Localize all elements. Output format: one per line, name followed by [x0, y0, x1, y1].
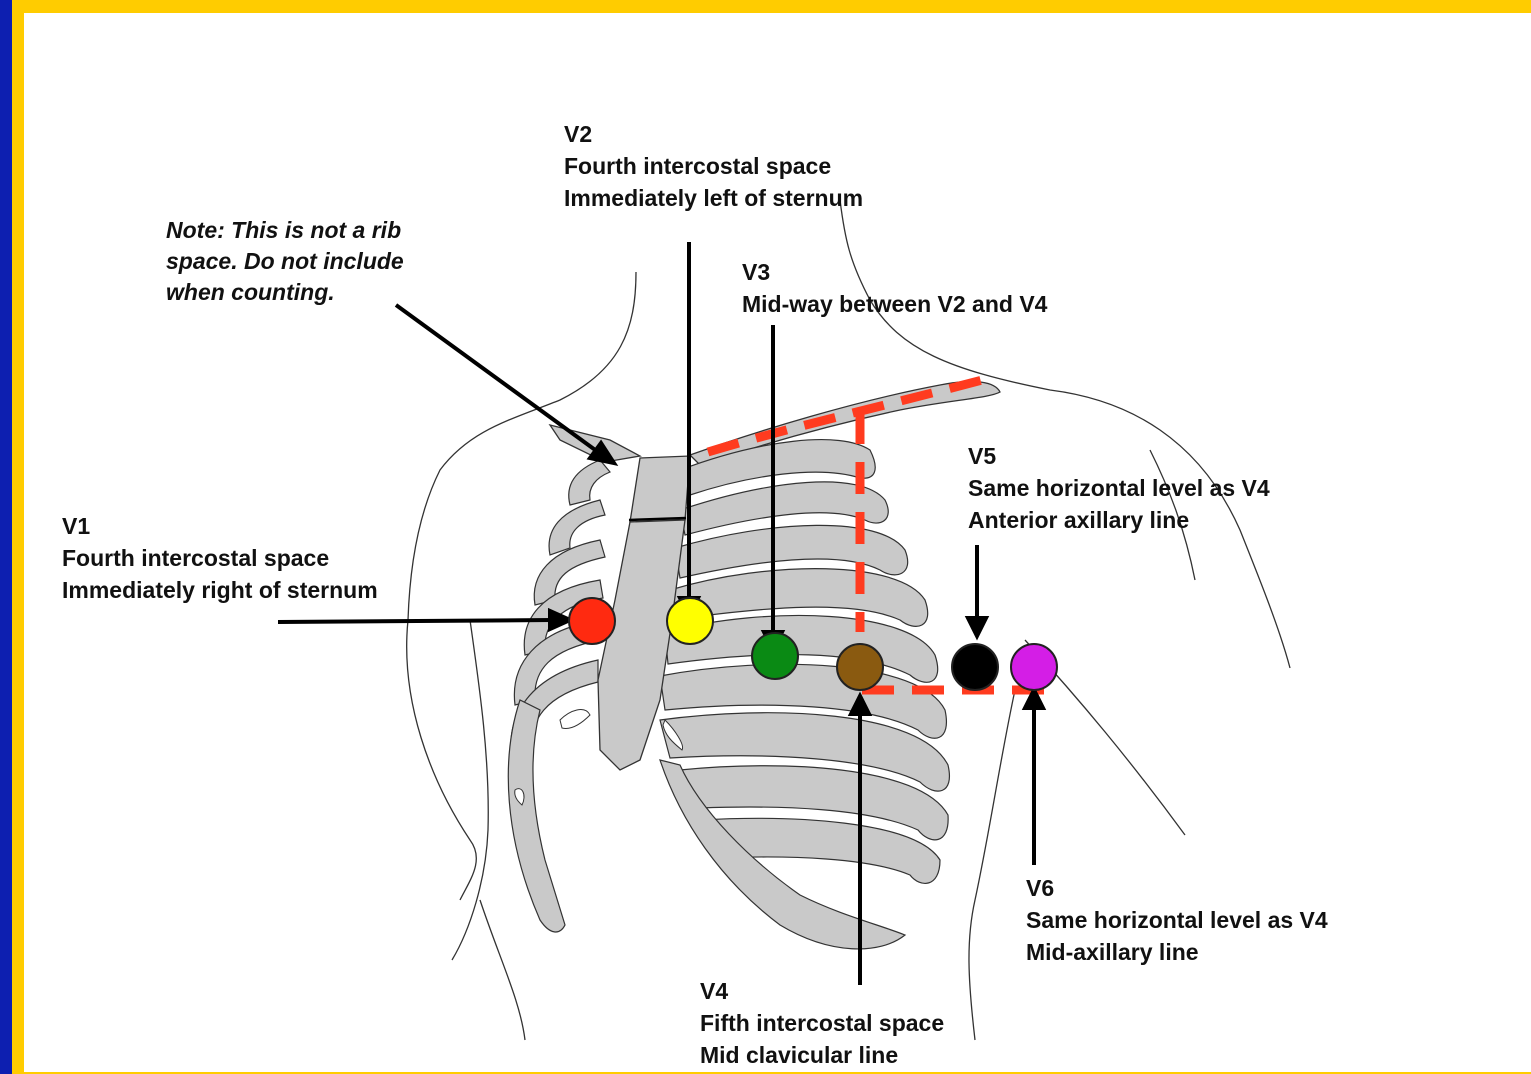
- v3-label: V3 Mid-way between V2 and V4: [742, 256, 1047, 320]
- sternal-angle-note: Note: This is not a rib space. Do not in…: [166, 215, 404, 308]
- v1-electrode[interactable]: [569, 598, 615, 644]
- v5-label: V5 Same horizontal level as V4 Anterior …: [968, 440, 1270, 536]
- note-line-2: space. Do not include: [166, 246, 404, 277]
- v1-name: V1: [62, 510, 378, 542]
- v2-electrode[interactable]: [667, 598, 713, 644]
- note-line-1: Note: This is not a rib: [166, 215, 404, 246]
- v3-electrode[interactable]: [752, 633, 798, 679]
- v6-label: V6 Same horizontal level as V4 Mid-axill…: [1026, 872, 1328, 968]
- v5-line-2: Anterior axillary line: [968, 504, 1270, 536]
- v4-electrode[interactable]: [837, 644, 883, 690]
- v3-name: V3: [742, 256, 1047, 288]
- v5-line-1: Same horizontal level as V4: [968, 472, 1270, 504]
- v1-line-2: Immediately right of sternum: [62, 574, 378, 606]
- v6-line-2: Mid-axillary line: [1026, 936, 1328, 968]
- v6-electrode[interactable]: [1011, 644, 1057, 690]
- v5-name: V5: [968, 440, 1270, 472]
- v3-line-1: Mid-way between V2 and V4: [742, 288, 1047, 320]
- note-line-3: when counting.: [166, 277, 404, 308]
- v4-line-2: Mid clavicular line: [700, 1039, 944, 1071]
- v2-line-1: Fourth intercostal space: [564, 150, 863, 182]
- v4-label: V4 Fifth intercostal space Mid clavicula…: [700, 975, 944, 1071]
- v2-name: V2: [564, 118, 863, 150]
- v5-electrode[interactable]: [952, 644, 998, 690]
- v4-line-1: Fifth intercostal space: [700, 1007, 944, 1039]
- v1-label: V1 Fourth intercostal space Immediately …: [62, 510, 378, 606]
- v1-line-1: Fourth intercostal space: [62, 542, 378, 574]
- v4-name: V4: [700, 975, 944, 1007]
- v2-label: V2 Fourth intercostal space Immediately …: [564, 118, 863, 214]
- v6-line-1: Same horizontal level as V4: [1026, 904, 1328, 936]
- v2-line-2: Immediately left of sternum: [564, 182, 863, 214]
- v6-name: V6: [1026, 872, 1328, 904]
